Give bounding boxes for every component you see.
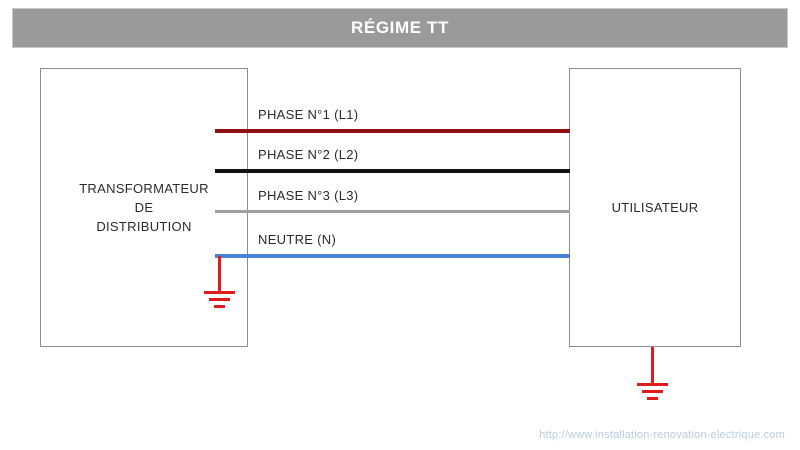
- conductor-label-phase-2: PHASE N°2 (L2): [258, 147, 359, 162]
- conductor-line-phase-1: [215, 129, 570, 133]
- load-earth-icon: [635, 347, 669, 401]
- earth-bar-2: [209, 298, 230, 301]
- page-title: RÉGIME TT: [351, 18, 449, 37]
- load-box-label: UTILISATEUR: [611, 200, 699, 215]
- earth-stem: [651, 347, 654, 383]
- conductor-label-neutral: NEUTRE (N): [258, 232, 337, 247]
- earth-bar-1: [204, 291, 235, 294]
- conductor-label-phase-1: PHASE N°1 (L1): [258, 107, 359, 122]
- load-box-utilisateur: UTILISATEUR: [569, 68, 741, 347]
- conductor-label-phase-3: PHASE N°3 (L3): [258, 188, 359, 203]
- earth-bar-1: [637, 383, 668, 386]
- earth-bar-3: [647, 397, 658, 400]
- source-box-transformer: TRANSFORMATEUR DE DISTRIBUTION: [40, 68, 248, 347]
- earth-stem: [218, 256, 221, 291]
- source-box-label: TRANSFORMATEUR DE DISTRIBUTION: [79, 181, 209, 234]
- source-earth-icon: [202, 256, 236, 308]
- footer-source-url: http://www.installation-renovation-elect…: [539, 429, 785, 441]
- conductor-line-phase-2: [215, 169, 570, 173]
- earth-bar-2: [642, 390, 663, 393]
- conductor-line-neutral: [215, 254, 570, 258]
- title-bar: RÉGIME TT: [12, 8, 788, 48]
- earth-bar-3: [214, 305, 225, 308]
- conductor-line-phase-3: [215, 210, 570, 213]
